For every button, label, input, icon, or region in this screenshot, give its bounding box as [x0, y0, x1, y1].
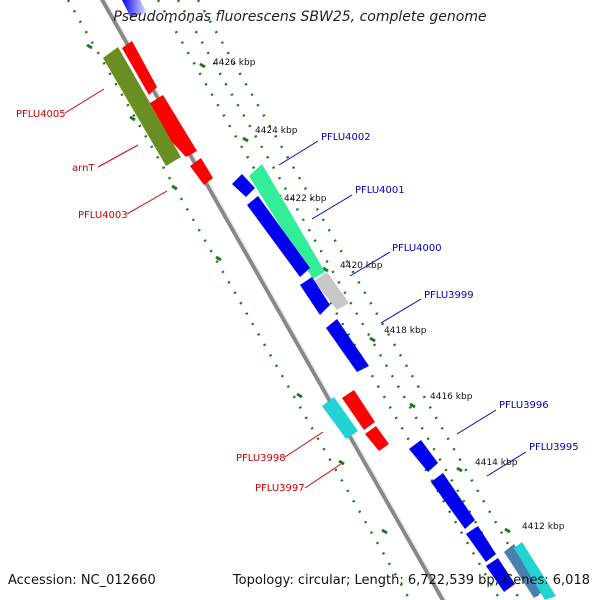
tick-mark [171, 184, 178, 191]
tick-label: 4422 kbp [284, 194, 327, 204]
tick-label: 4414 kbp [475, 458, 518, 468]
connector-line [380, 298, 422, 324]
gene-arrow[interactable] [486, 558, 515, 592]
tick-label: 4424 kbp [255, 126, 298, 136]
gene-label-right[interactable]: PFLU3996 [499, 400, 549, 411]
connector-line [97, 144, 139, 168]
tick-mark [296, 392, 303, 399]
tick-mark [381, 528, 388, 535]
guide-line [196, 0, 542, 600]
connector-line [349, 251, 391, 277]
tick-mark [242, 136, 249, 143]
guide-line [66, 0, 412, 600]
tick-mark [504, 527, 511, 534]
gene-arrow[interactable] [249, 164, 325, 279]
gene-arrow[interactable] [300, 277, 330, 315]
gene-arrow[interactable] [247, 196, 310, 277]
gene-arrow[interactable] [365, 426, 389, 451]
tick-mark [369, 336, 376, 343]
connector-line [304, 463, 342, 489]
connector-line [278, 140, 319, 166]
tick-mark [129, 115, 136, 122]
gene-label-right[interactable]: PFLU4001 [355, 185, 405, 196]
tick-mark [409, 402, 416, 409]
tick-mark [86, 43, 93, 50]
gene-label-left[interactable]: PFLU4005 [16, 109, 66, 120]
tick-label: 4418 kbp [384, 326, 427, 336]
gene-arrow[interactable] [409, 440, 438, 472]
gene-arrow[interactable] [466, 526, 496, 562]
gene-label-right[interactable]: PFLU4000 [392, 243, 442, 254]
tick-mark [199, 62, 206, 69]
gene-label-right[interactable]: PFLU3999 [424, 290, 474, 301]
genome-backbone [99, 0, 446, 600]
tick-marks [86, 43, 511, 535]
tick-label: 4426 kbp [213, 58, 256, 68]
gene-label-right[interactable]: PFLU4002 [321, 132, 371, 143]
tick-mark [322, 266, 329, 273]
gene-arrow[interactable] [232, 174, 255, 197]
connector-line [311, 194, 353, 220]
gene-arrow[interactable] [103, 47, 181, 166]
label-connectors [64, 88, 527, 489]
genome-title: Pseudomonas fluorescens SBW25, complete … [113, 9, 487, 25]
gene-arrow[interactable] [504, 544, 545, 598]
tick-mark [456, 466, 463, 473]
gene-arrow[interactable] [122, 0, 147, 18]
tick-mark [215, 255, 222, 262]
gene-arrow[interactable] [122, 41, 157, 95]
gene-label-right[interactable]: PFLU3995 [529, 442, 579, 453]
gene-label-left[interactable]: arnT [72, 163, 95, 174]
accession-text: Accession: NC_012660 [8, 573, 156, 588]
gene-arrow[interactable] [190, 158, 213, 185]
gene-arrow[interactable] [314, 272, 349, 310]
tick-mark [338, 459, 345, 466]
gene-arrow[interactable] [150, 95, 197, 157]
gene-arrow[interactable] [322, 397, 358, 439]
connector-line [126, 190, 168, 215]
connector-line [456, 409, 497, 435]
gene-label-left[interactable]: PFLU3998 [236, 453, 286, 464]
gene-arrow[interactable] [514, 542, 556, 600]
gene-arrow[interactable] [431, 473, 475, 529]
gene-arrow[interactable] [326, 319, 369, 372]
gene-label-left[interactable]: PFLU4003 [78, 210, 128, 221]
tick-label: 4412 kbp [522, 522, 565, 532]
tick-label: 4416 kbp [430, 392, 473, 402]
connector-line [64, 88, 105, 114]
topology-text: Topology: circular; Length: 6,722,539 bp… [232, 573, 590, 588]
gene-arrow[interactable] [342, 390, 375, 430]
tick-label: 4420 kbp [340, 261, 383, 271]
connector-line [284, 431, 324, 458]
gene-label-left[interactable]: PFLU3997 [255, 483, 305, 494]
connector-line [486, 451, 527, 477]
